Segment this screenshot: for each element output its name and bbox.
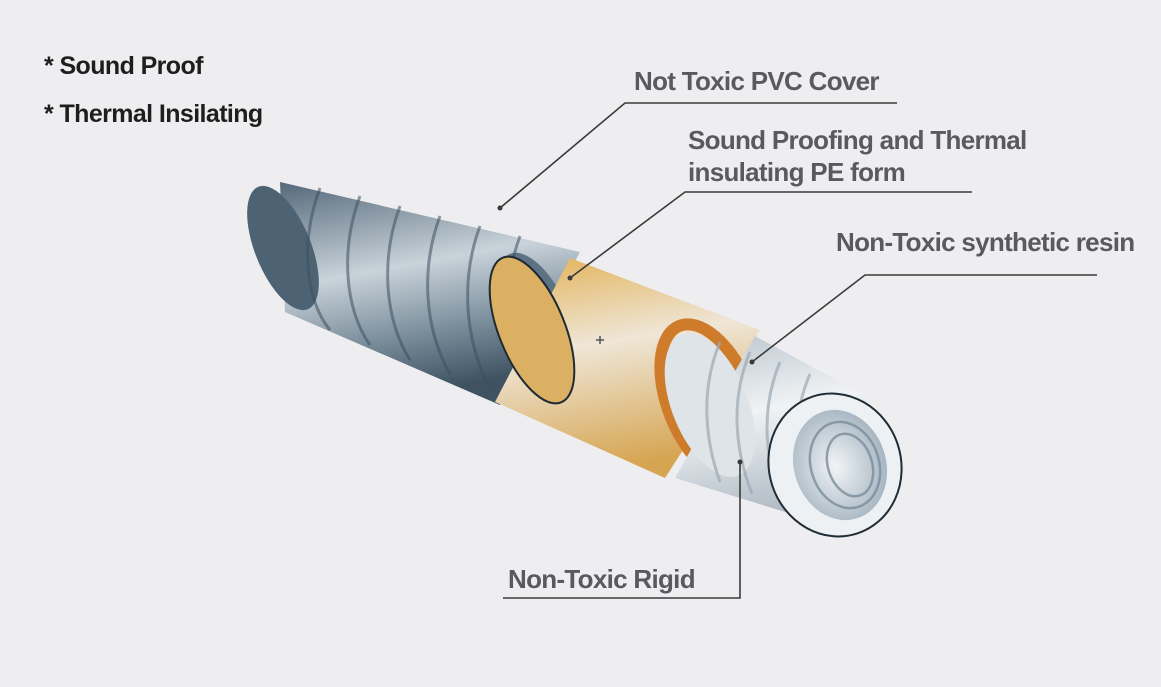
label-foam-line2: insulating PE form xyxy=(688,157,906,187)
leader-resin-dot xyxy=(749,359,755,365)
feature-sound-proof: * Sound Proof xyxy=(44,52,203,80)
leader-foam-dot xyxy=(567,275,573,281)
rigid-inner-end xyxy=(767,392,903,538)
leader-rigid-dot xyxy=(737,459,743,465)
label-pvc-cover: Not Toxic PVC Cover xyxy=(634,66,880,96)
leader-resin xyxy=(751,274,1097,363)
leader-rigid xyxy=(503,462,741,599)
leader-cover xyxy=(499,102,897,209)
label-synthetic-resin: Non-Toxic synthetic resin xyxy=(836,227,1135,257)
leader-cover-dot xyxy=(497,205,503,211)
feature-thermal-insulating: * Thermal Insilating xyxy=(44,100,263,128)
label-rigid: Non-Toxic Rigid xyxy=(508,564,696,594)
leader-lines xyxy=(499,102,1097,599)
crosshair-mark xyxy=(596,336,604,344)
leader-foam xyxy=(569,191,972,279)
label-foam-line1: Sound Proofing and Thermal xyxy=(688,125,1027,155)
